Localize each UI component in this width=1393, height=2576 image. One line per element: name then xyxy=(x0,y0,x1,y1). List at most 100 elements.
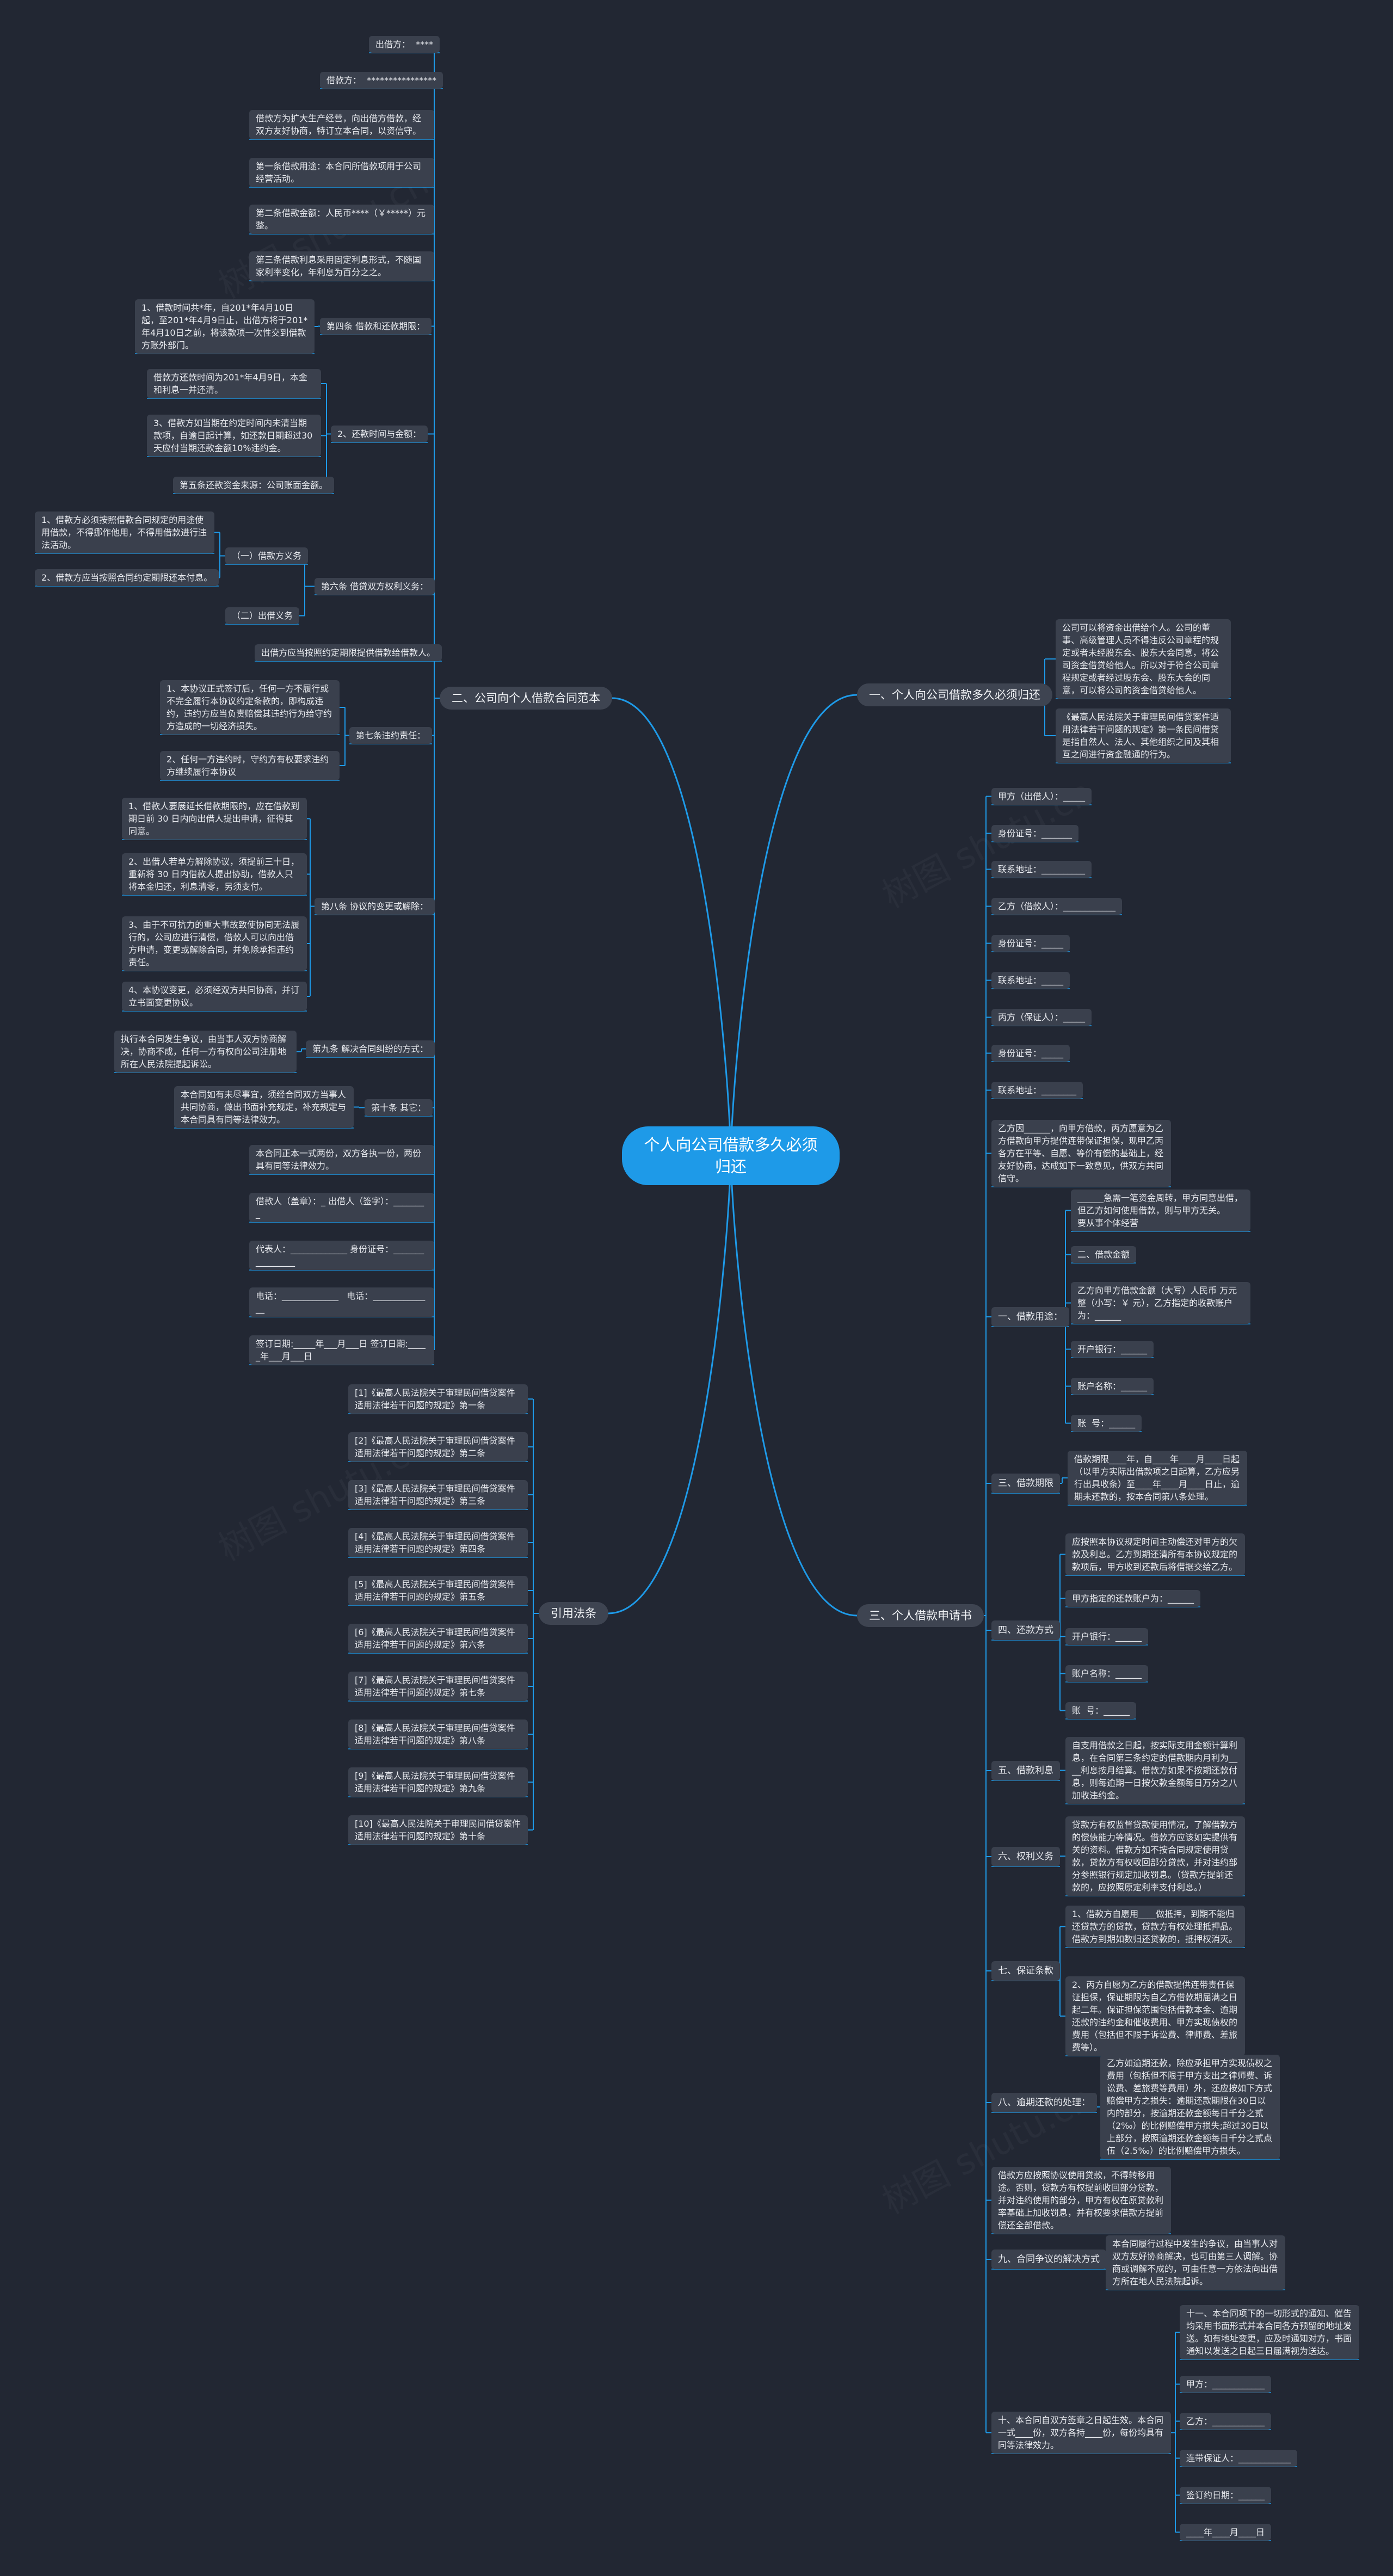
sign-date: ____年____月____日 xyxy=(1180,2524,1272,2541)
change-clause-3: 3、由于不可抗力的重大事故致使协同无法履行的，公司应进行清偿，借款人可以向出借方… xyxy=(122,916,307,971)
signature-representative: 代表人：_____________ 身份证号：________________ xyxy=(249,1241,434,1270)
edge-root-b1 xyxy=(730,694,858,1156)
notice-clause: 十一、本合同项下的一切形式的通知、催告均采用书面形式并本合同各方预留的地址发送。… xyxy=(1180,2305,1359,2359)
borrower-line: 借款方： **************** xyxy=(320,72,443,89)
citation-6: [6]《最高人民法院关于审理民间借贷案件适用法律若干问题的规定》第六条 xyxy=(348,1624,528,1653)
borrower-duty-1: 1、借款方必须按照借款合同规定的用途使用借款，不得挪作他用，不得用借款进行违法活… xyxy=(35,511,214,553)
repayment-date: 借款方还款时间为201*年4月9日，本金和利息一并还清。 xyxy=(147,369,321,398)
lender-duty: 出借方应当按照约定期限提供借款给借款人。 xyxy=(255,644,442,661)
repayment-account-name: 账户名称：______ xyxy=(1065,1665,1149,1682)
late-penalty: 3、借款方如当期在约定时间内未清当期款项，自逾日起计算，如还款日期超过30天应付… xyxy=(147,415,321,457)
article-3: 第三条借款利息采用固定利息形式，不随国家利率变化，年利息为百分之之。 xyxy=(249,251,434,281)
citation-8: [8]《最高人民法院关于审理民间借贷案件适用法律若干问题的规定》第八条 xyxy=(348,1720,528,1749)
change-clause-1: 1、借款人要展延长借款期限的，应在借款到期日前 30 日内向出借人提出申请，征得… xyxy=(122,798,307,840)
article-10: 第十条 其它： xyxy=(365,1099,433,1116)
copies-clause: 本合同正本一式两份，双方各执一份，两份具有同等法律效力。 xyxy=(249,1145,434,1174)
dispute-detail: 本合同履行过程中发生的争议，由当事人对双方友好协商解决，也可由第三人调解。协商或… xyxy=(1106,2235,1285,2290)
section-2-amount: 二、借款金额 xyxy=(1071,1246,1137,1263)
section-10-effective: 十、本合同自双方签章之日起生效。本合同一式____份，双方各持____份，每份均… xyxy=(991,2412,1171,2454)
party-a-id: 身份证号：_______ xyxy=(991,825,1079,842)
repayment-detail: 应按照本协议规定时间主动偿还对甲方的欠款及利息。乙方到期还清所有本协议规定的款项… xyxy=(1065,1533,1245,1575)
breach-clause-2: 2、任何一方违约时，守约方有权要求违约方继续履行本协议 xyxy=(160,751,340,780)
account-name: 账户名称：______ xyxy=(1071,1378,1154,1395)
section-9-dispute: 九、合同争议的解决方式 xyxy=(991,2250,1106,2269)
section-5-interest: 五、借款利息 xyxy=(991,1761,1060,1780)
sign-party-a: 甲方：____________ xyxy=(1180,2376,1272,2393)
party-b: 乙方（借款人）：____________ xyxy=(991,898,1123,915)
section-7-guarantee: 七、保证条款 xyxy=(991,1961,1060,1981)
citation-5: [5]《最高人民法院关于审理民间借贷案件适用法律若干问题的规定》第五条 xyxy=(348,1576,528,1605)
party-b-address: 联系地址：_____ xyxy=(991,972,1070,989)
borrower-duties: （一）借款方义务 xyxy=(225,547,309,564)
borrower-duty-2: 2、借款方应当按照合同约定期限还本付息。 xyxy=(35,569,219,586)
repayment-time-amount: 2、还款时间与金额： xyxy=(331,426,428,442)
citation-4: [4]《最高人民法院关于审理民间借贷案件适用法律若干问题的规定》第四条 xyxy=(348,1528,528,1557)
branch-cited-laws[interactable]: 引用法条 xyxy=(539,1602,608,1625)
law-quote: 《最高人民法院关于审理民间借贷案件适用法律若干问题的规定》第一条民间借贷是指自然… xyxy=(1056,708,1231,763)
change-clause-4: 4、本协议变更，必须经双方共同协商，并订立书面变更协议。 xyxy=(122,982,307,1011)
amount-detail: 乙方向甲方借款金额（大写）人民币 万元整（小写：￥ 元），乙方指定的收款账户为：… xyxy=(1071,1282,1250,1324)
contract-preamble: 借款方为扩大生产经营，向出借方借款，经双方友好协商，特订立本合同，以资信守。 xyxy=(249,110,434,139)
article-1: 第一条借款用途：本合同所借款项用于公司经营活动。 xyxy=(249,158,434,187)
guarantee-2: 2、丙方自愿为乙方的借款提供连带责任保证担保，保证期限为自乙方借款期届满之日起二… xyxy=(1065,1976,1245,2056)
citation-10: [10]《最高人民法院关于审理民间借贷案件适用法律若干问题的规定》第十条 xyxy=(348,1815,528,1845)
party-b-id: 身份证号：_____ xyxy=(991,935,1070,952)
account-number: 账 号：______ xyxy=(1071,1415,1142,1432)
citation-7: [7]《最高人民法院关于审理民间借贷案件适用法律若干问题的规定》第七条 xyxy=(348,1672,528,1701)
article-8: 第八条 协议的变更或解除： xyxy=(315,898,435,915)
dispute-clause: 执行本合同发生争议，由当事人双方协商解决，协商不成，任何一方有权向公司注册地所在… xyxy=(114,1031,297,1073)
citation-1: [1]《最高人民法院关于审理民间借贷案件适用法律若干问题的规定》第一条 xyxy=(348,1384,528,1414)
edge-root-b2 xyxy=(612,697,732,1156)
branch-contract-template[interactable]: 二、公司向个人借款合同范本 xyxy=(440,687,612,710)
signature-phone: 电话：_____________ 电话：______________ xyxy=(249,1287,434,1317)
signature-borrower: 借款人（盖章）：_ 出借人（签字）：________ xyxy=(249,1193,434,1222)
breach-clause-1: 1、本协议正式签订后，任何一方不履行或不完全履行本协议约定条款的，即构成违约，违… xyxy=(160,680,340,735)
article-5: 第五条还款资金来源：公司账面金额。 xyxy=(173,477,335,494)
article-6: 第六条 借贷双方权利义务： xyxy=(315,578,435,595)
guarantee-1: 1、借款方自愿用____做抵押，到期不能归还贷款方的贷款，贷款方有权处理抵押品。… xyxy=(1065,1906,1245,1948)
root-topic[interactable]: 个人向公司借款多久必须 归还 xyxy=(622,1126,840,1185)
lender-duties: （二）出借义务 xyxy=(225,607,300,624)
party-a-address: 联系地址：__________ xyxy=(991,861,1092,878)
repayment-account-number: 账 号：______ xyxy=(1065,1702,1137,1719)
sign-date-label: 签订约日期：______ xyxy=(1180,2487,1272,2504)
edge-root-b3 xyxy=(730,1155,858,1617)
change-clause-2: 2、出借人若单方解除协议，须提前三十日，重新将 30 日内借款人提出协助，借款人… xyxy=(122,853,307,895)
section-8-overdue: 八、逾期还款的处理： xyxy=(991,2093,1097,2112)
article-4: 第四条 借款和还款期限： xyxy=(320,318,432,335)
article-2: 第二条借款金额：人民币****（￥*****）元整。 xyxy=(249,205,434,234)
purpose-detail: ______急需一笔资金周转，甲方同意出借，但乙方如何使用借款，则与甲方无关。 … xyxy=(1071,1190,1250,1231)
edge-root-b4 xyxy=(608,1155,732,1614)
overdue-detail: 乙方如逾期还款，除应承担甲方实现债权之费用（包括但不限于甲方支出之律师费、诉讼费… xyxy=(1100,2055,1280,2159)
party-a: 甲方（出借人）：_____ xyxy=(991,788,1092,805)
sign-guarantor: 连带保证人：____________ xyxy=(1180,2450,1298,2467)
interest-detail: 自支用借款之日起，按实际支用金额计算利息，在合同第三条约定的借款期内月利为___… xyxy=(1065,1737,1245,1804)
article-9: 第九条 解决合同纠纷的方式： xyxy=(306,1040,435,1057)
repayment-bank: 开户银行：______ xyxy=(1065,1628,1149,1645)
answer-text: 公司可以将资金出借给个人。公司的董事、高级管理人员不得违反公司章程的规定或者未经… xyxy=(1056,619,1231,699)
usage-clause: 借款方应按照协议使用贷款，不得转移用途。否则，贷款方有权提前收回部分贷款，并对违… xyxy=(991,2167,1171,2234)
branch-company-loan-term[interactable]: 一、个人向公司借款多久必须归还 xyxy=(857,683,1052,706)
sign-party-b: 乙方：____________ xyxy=(1180,2413,1272,2430)
section-4-repayment: 四、还款方式 xyxy=(991,1620,1060,1640)
citation-9: [9]《最高人民法院关于审理民间借贷案件适用法律若干问题的规定》第九条 xyxy=(348,1767,528,1797)
party-c: 丙方（保证人）：_____ xyxy=(991,1009,1092,1026)
section-6-rights: 六、权利义务 xyxy=(991,1847,1060,1866)
rights-detail: 贷款方有权监督贷款使用情况，了解借款方的偿债能力等情况。借款方应该如实提供有关的… xyxy=(1065,1816,1245,1896)
citation-2: [2]《最高人民法院关于审理民间借贷案件适用法律若干问题的规定》第二条 xyxy=(348,1432,528,1462)
signature-date: 签订日期:_____年___月___日 签订日期:_____年___月___日 xyxy=(249,1335,434,1365)
article-4-detail: 1、借款时间共*年，自201*年4月10日起，至201*年4月9日止，出借方将于… xyxy=(135,299,315,354)
citation-3: [3]《最高人民法院关于审理民间借贷案件适用法律若干问题的规定》第三条 xyxy=(348,1480,528,1509)
party-c-id: 身份证号：_____ xyxy=(991,1045,1070,1062)
application-intro: 乙方因______，向甲方借款，丙方愿意为乙方借款向甲方提供连带保证担保，现甲乙… xyxy=(991,1120,1171,1187)
repayment-account: 甲方指定的还款账户为：______ xyxy=(1065,1590,1201,1607)
lender-line: 出借方： **** xyxy=(369,36,440,53)
section-1-purpose: 一、借款用途： xyxy=(991,1307,1069,1327)
other-clause: 本合同如有未尽事宜，须经合同双方当事人共同协商，做出书面补充规定，补充规定与本合… xyxy=(174,1086,354,1128)
bank-name: 开户银行：______ xyxy=(1071,1341,1154,1358)
term-detail: 借款期限____年，自____年____月____日起（以甲方实际出借款项之日起… xyxy=(1068,1451,1247,1505)
section-3-term: 三、借款期限 xyxy=(991,1474,1060,1493)
party-c-address: 联系地址：________ xyxy=(991,1082,1083,1099)
article-7: 第七条违约责任： xyxy=(349,727,433,744)
branch-loan-application[interactable]: 三、个人借款申请书 xyxy=(857,1604,984,1627)
